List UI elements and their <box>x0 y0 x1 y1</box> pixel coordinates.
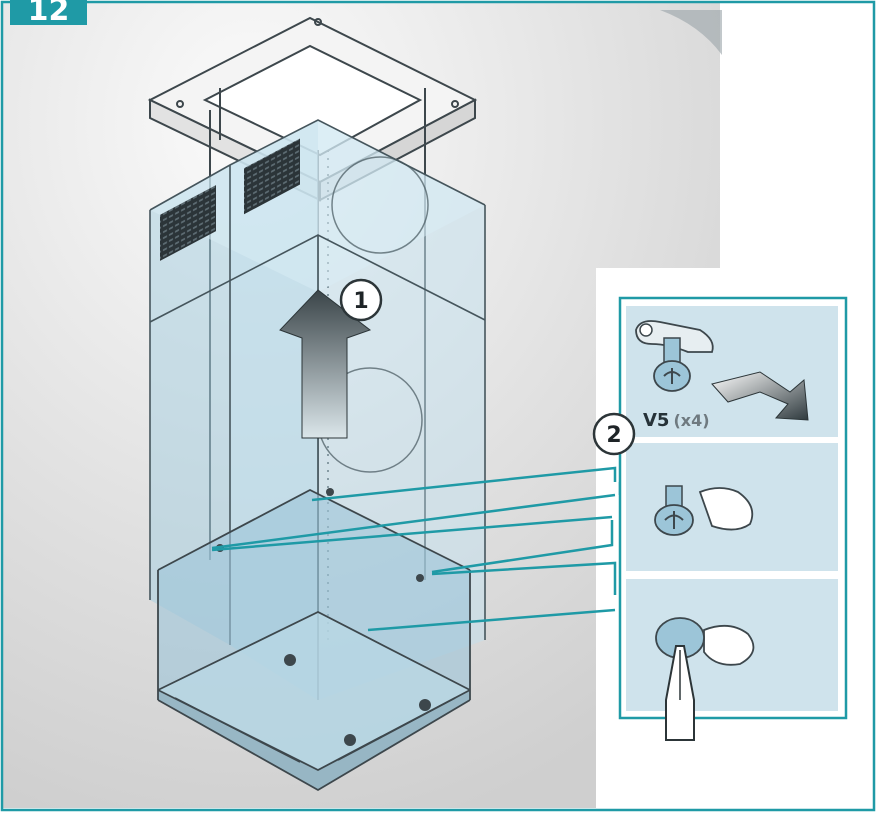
callout-one: 1 <box>339 278 383 322</box>
screw-icon <box>635 320 714 392</box>
screwdriver-icon <box>665 645 695 741</box>
part-label: V5(x4) <box>643 410 710 431</box>
callout-one-label: 1 <box>353 289 368 314</box>
step-number-badge: 12 <box>10 0 87 25</box>
part-quantity: (x4) <box>673 411 710 430</box>
hood-body <box>157 488 471 792</box>
arrow-up-icon <box>279 289 372 439</box>
screw-icon <box>655 617 755 666</box>
part-code: V5 <box>643 410 670 431</box>
callout-two-label: 2 <box>606 423 621 448</box>
screw-icon <box>654 485 754 536</box>
arrow-diagonal-icon <box>711 371 809 421</box>
leader-lines <box>211 466 622 632</box>
callout-two: 2 <box>592 412 636 456</box>
